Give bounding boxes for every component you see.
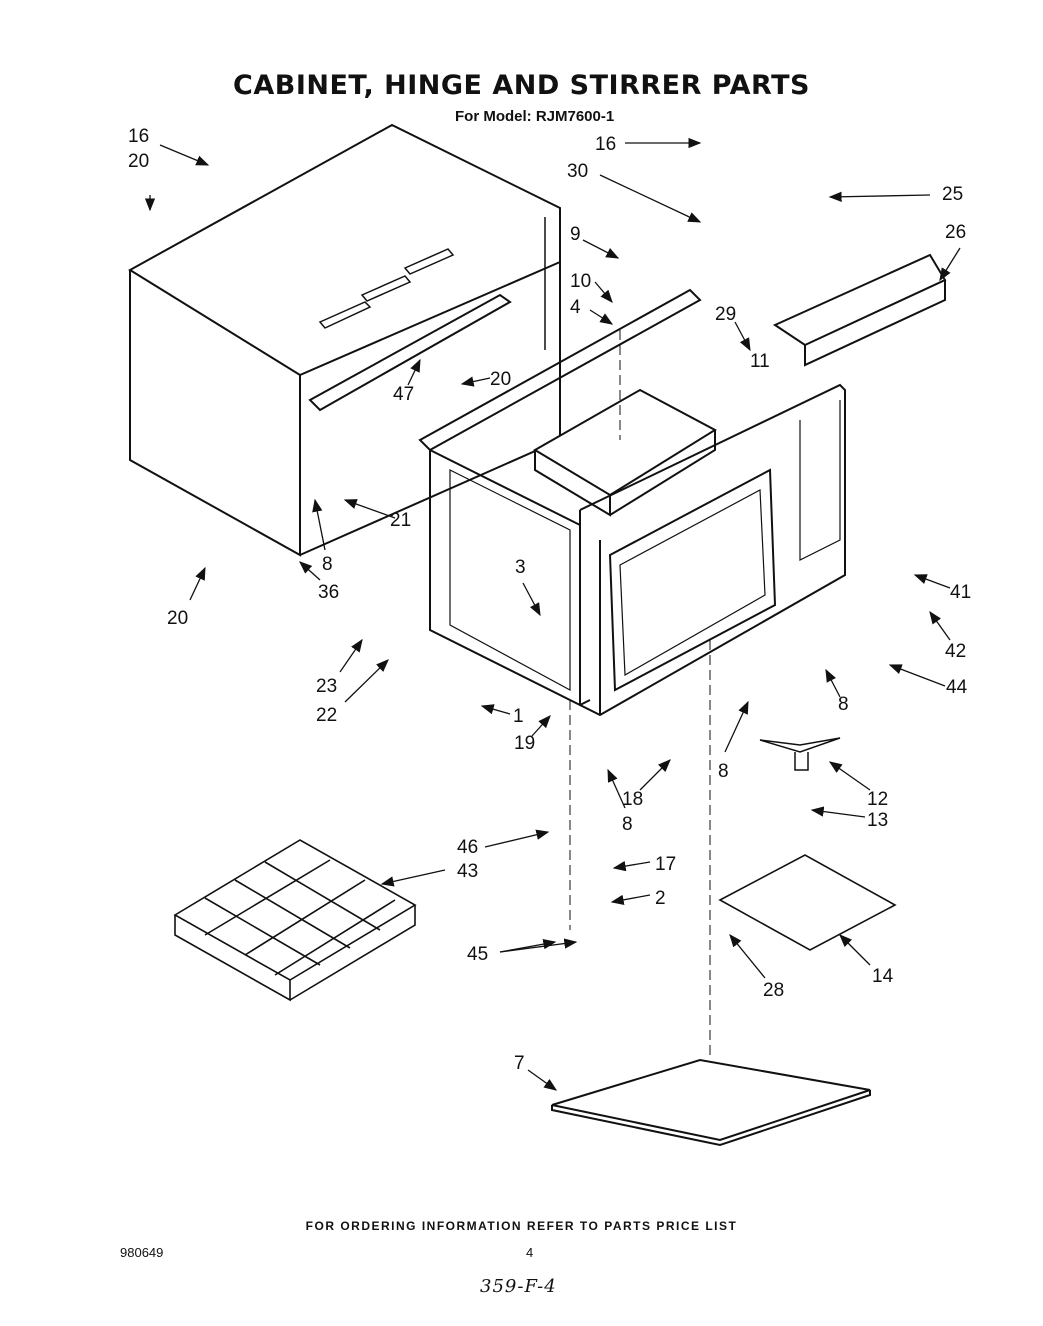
leader-lines: [144, 137, 961, 1091]
callout-3: 3: [515, 557, 526, 578]
callout-11: 11: [750, 351, 770, 372]
callout-21: 21: [390, 510, 411, 531]
control-compartment-cover: [772, 253, 947, 367]
callout-1: 1: [513, 706, 524, 727]
callout-46: 46: [457, 837, 478, 858]
page-title: CABINET, HINGE AND STIRRER PARTS: [233, 70, 810, 101]
callout-29: 29: [715, 304, 736, 325]
callout-16: 16: [128, 126, 149, 147]
callout-8: 8: [322, 554, 333, 575]
callout-8: 8: [838, 694, 849, 715]
callout-20: 20: [128, 151, 149, 172]
callout-13: 13: [867, 810, 888, 831]
callout-20: 20: [167, 608, 188, 629]
callout-36: 36: [318, 582, 339, 603]
callout-numbers: 16 20 16 30 25 9 26 10 4 29 11 20 47 21 …: [128, 126, 971, 1074]
cabinet-vents: [318, 248, 455, 329]
callout-47: 47: [393, 384, 414, 405]
trim-strip: [308, 293, 512, 412]
stirrer-fan-blade: [759, 737, 841, 771]
bottom-cover: [718, 854, 897, 951]
callout-10: 10: [570, 271, 591, 292]
model-subtitle: For Model: RJM7600-1: [455, 108, 615, 125]
callout-20: 20: [490, 369, 511, 390]
callout-18: 18: [622, 789, 643, 810]
document-number: 980649: [120, 1245, 164, 1260]
floor-panel: [551, 1058, 871, 1147]
oven-chassis: [418, 288, 846, 717]
callout-28: 28: [763, 980, 784, 1001]
callout-43: 43: [457, 861, 478, 882]
callout-2: 2: [655, 888, 666, 909]
callout-30: 30: [567, 161, 588, 182]
callout-8: 8: [622, 814, 633, 835]
callout-9: 9: [570, 224, 581, 245]
ordering-note: FOR ORDERING INFORMATION REFER TO PARTS …: [305, 1219, 738, 1233]
callout-42: 42: [945, 641, 966, 662]
callout-19: 19: [514, 733, 535, 754]
callout-14: 14: [872, 966, 894, 987]
handwritten-note: 359-F-4: [480, 1276, 557, 1297]
page-number: 4: [526, 1245, 534, 1260]
callout-22: 22: [316, 705, 337, 726]
callout-8: 8: [718, 761, 729, 782]
callout-16: 16: [595, 134, 616, 155]
center-lines: [569, 330, 711, 1060]
shelf-rack: [173, 839, 417, 1002]
callout-7: 7: [514, 1053, 525, 1074]
callout-26: 26: [945, 222, 966, 243]
callout-45: 45: [467, 944, 488, 965]
callout-41: 41: [950, 582, 971, 603]
outer-cabinet: [128, 123, 561, 557]
callout-25: 25: [942, 184, 963, 205]
callout-44: 44: [946, 677, 968, 698]
callout-4: 4: [570, 297, 581, 318]
callout-17: 17: [655, 854, 676, 875]
callout-23: 23: [316, 676, 337, 697]
callout-12: 12: [867, 789, 888, 810]
